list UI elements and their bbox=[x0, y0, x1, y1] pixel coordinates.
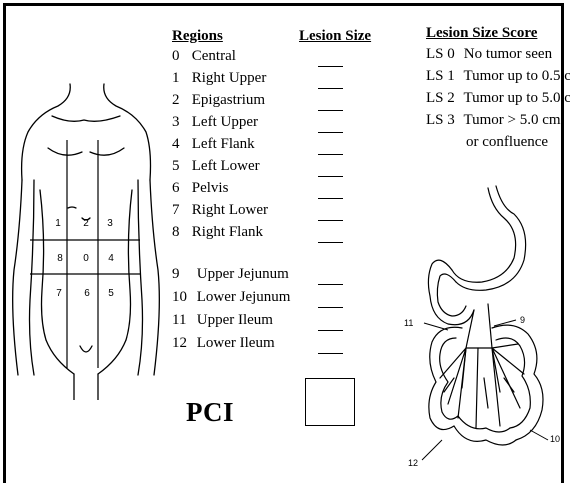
region-name: Left Lower bbox=[192, 158, 260, 174]
lesion-size-header: Lesion Size bbox=[299, 28, 371, 45]
score-continuation: or confluence bbox=[466, 134, 548, 151]
region-name: Epigastrium bbox=[192, 92, 265, 108]
torso-label-8: 8 bbox=[57, 253, 63, 264]
score-code: LS 1 bbox=[426, 68, 460, 85]
torso-label-7: 7 bbox=[56, 288, 62, 299]
region-row: 5 Left Lower bbox=[172, 158, 260, 175]
bowel-region-row: 12 Lower Ileum bbox=[172, 335, 275, 352]
lesion-size-blank[interactable] bbox=[318, 242, 343, 243]
region-row: 1 Right Upper bbox=[172, 70, 266, 87]
lesion-size-blank[interactable] bbox=[318, 110, 343, 111]
score-row: LS 1 Tumor up to 0.5 cm bbox=[426, 68, 570, 85]
score-text: Tumor > 5.0 cm bbox=[463, 112, 560, 128]
region-name: Upper Ileum bbox=[197, 312, 273, 328]
intestine-label-9: 9 bbox=[520, 315, 525, 325]
region-number: 5 bbox=[172, 158, 188, 175]
region-number: 0 bbox=[172, 48, 188, 65]
lesion-size-blank[interactable] bbox=[318, 66, 343, 67]
intestine-label-11: 11 bbox=[404, 318, 413, 328]
region-number: 12 bbox=[172, 335, 193, 352]
lesion-size-blank[interactable] bbox=[318, 284, 343, 285]
region-number: 6 bbox=[172, 180, 188, 197]
score-text: Tumor up to 5.0 cm bbox=[463, 90, 570, 106]
lesion-size-blank[interactable] bbox=[318, 88, 343, 89]
region-row: 8 Right Flank bbox=[172, 224, 263, 241]
region-row: 4 Left Flank bbox=[172, 136, 255, 153]
region-name: Right Upper bbox=[192, 70, 267, 86]
torso-label-2: 2 bbox=[83, 218, 89, 229]
score-row: LS 3 Tumor > 5.0 cm bbox=[426, 112, 561, 129]
region-row: 3 Left Upper bbox=[172, 114, 258, 131]
region-name: Left Flank bbox=[192, 136, 255, 152]
region-number: 4 bbox=[172, 136, 188, 153]
region-name: Lower Jejunum bbox=[197, 289, 291, 305]
region-number: 1 bbox=[172, 70, 188, 87]
abdomen-region-diagram: 1 2 3 8 0 4 7 6 5 bbox=[0, 40, 170, 400]
region-row: 2 Epigastrium bbox=[172, 92, 265, 109]
region-number: 3 bbox=[172, 114, 188, 131]
lesion-size-blank[interactable] bbox=[318, 330, 343, 331]
torso-label-0: 0 bbox=[83, 253, 89, 264]
region-number: 7 bbox=[172, 202, 188, 219]
small-intestine-diagram: 11 9 12 10 bbox=[396, 178, 566, 468]
region-name: Pelvis bbox=[192, 180, 229, 196]
torso-label-5: 5 bbox=[108, 288, 114, 299]
region-number: 9 bbox=[172, 266, 193, 283]
lesion-size-blank[interactable] bbox=[318, 198, 343, 199]
lesion-size-blank[interactable] bbox=[318, 220, 343, 221]
lesion-size-blank[interactable] bbox=[318, 353, 343, 354]
region-number: 11 bbox=[172, 312, 193, 329]
torso-label-4: 4 bbox=[108, 253, 114, 264]
score-text: Tumor up to 0.5 cm bbox=[463, 68, 570, 84]
torso-label-6: 6 bbox=[84, 288, 90, 299]
region-row: 7 Right Lower bbox=[172, 202, 268, 219]
score-code: LS 3 bbox=[426, 112, 460, 129]
bowel-region-row: 10 Lower Jejunum bbox=[172, 289, 290, 306]
pci-total-box[interactable] bbox=[305, 378, 355, 426]
regions-header: Regions bbox=[172, 28, 223, 45]
intestine-label-12: 12 bbox=[408, 458, 418, 468]
region-number: 8 bbox=[172, 224, 188, 241]
region-row: 0 Central bbox=[172, 48, 236, 65]
bowel-region-row: 9 Upper Jejunum bbox=[172, 266, 289, 283]
region-name: Left Upper bbox=[192, 114, 258, 130]
lesion-size-blank[interactable] bbox=[318, 132, 343, 133]
pci-label: PCI bbox=[186, 397, 234, 428]
score-code: LS 0 bbox=[426, 46, 460, 63]
lesion-size-blank[interactable] bbox=[318, 154, 343, 155]
region-number: 10 bbox=[172, 289, 193, 306]
lesion-size-blank[interactable] bbox=[318, 307, 343, 308]
region-name: Right Lower bbox=[192, 202, 268, 218]
region-name: Central bbox=[192, 48, 236, 64]
bowel-region-row: 11 Upper Ileum bbox=[172, 312, 273, 329]
lesion-size-score-header: Lesion Size Score bbox=[426, 25, 537, 42]
score-row: LS 0 No tumor seen bbox=[426, 46, 552, 63]
torso-label-1: 1 bbox=[55, 218, 61, 229]
region-name: Lower Ileum bbox=[197, 335, 275, 351]
score-code: LS 2 bbox=[426, 90, 460, 107]
torso-label-3: 3 bbox=[107, 218, 113, 229]
score-text: No tumor seen bbox=[464, 46, 552, 62]
intestine-label-10: 10 bbox=[550, 434, 560, 444]
lesion-size-blank[interactable] bbox=[318, 176, 343, 177]
region-row: 6 Pelvis bbox=[172, 180, 228, 197]
region-name: Right Flank bbox=[192, 224, 263, 240]
region-number: 2 bbox=[172, 92, 188, 109]
region-name: Upper Jejunum bbox=[197, 266, 289, 282]
score-row: LS 2 Tumor up to 5.0 cm bbox=[426, 90, 570, 107]
